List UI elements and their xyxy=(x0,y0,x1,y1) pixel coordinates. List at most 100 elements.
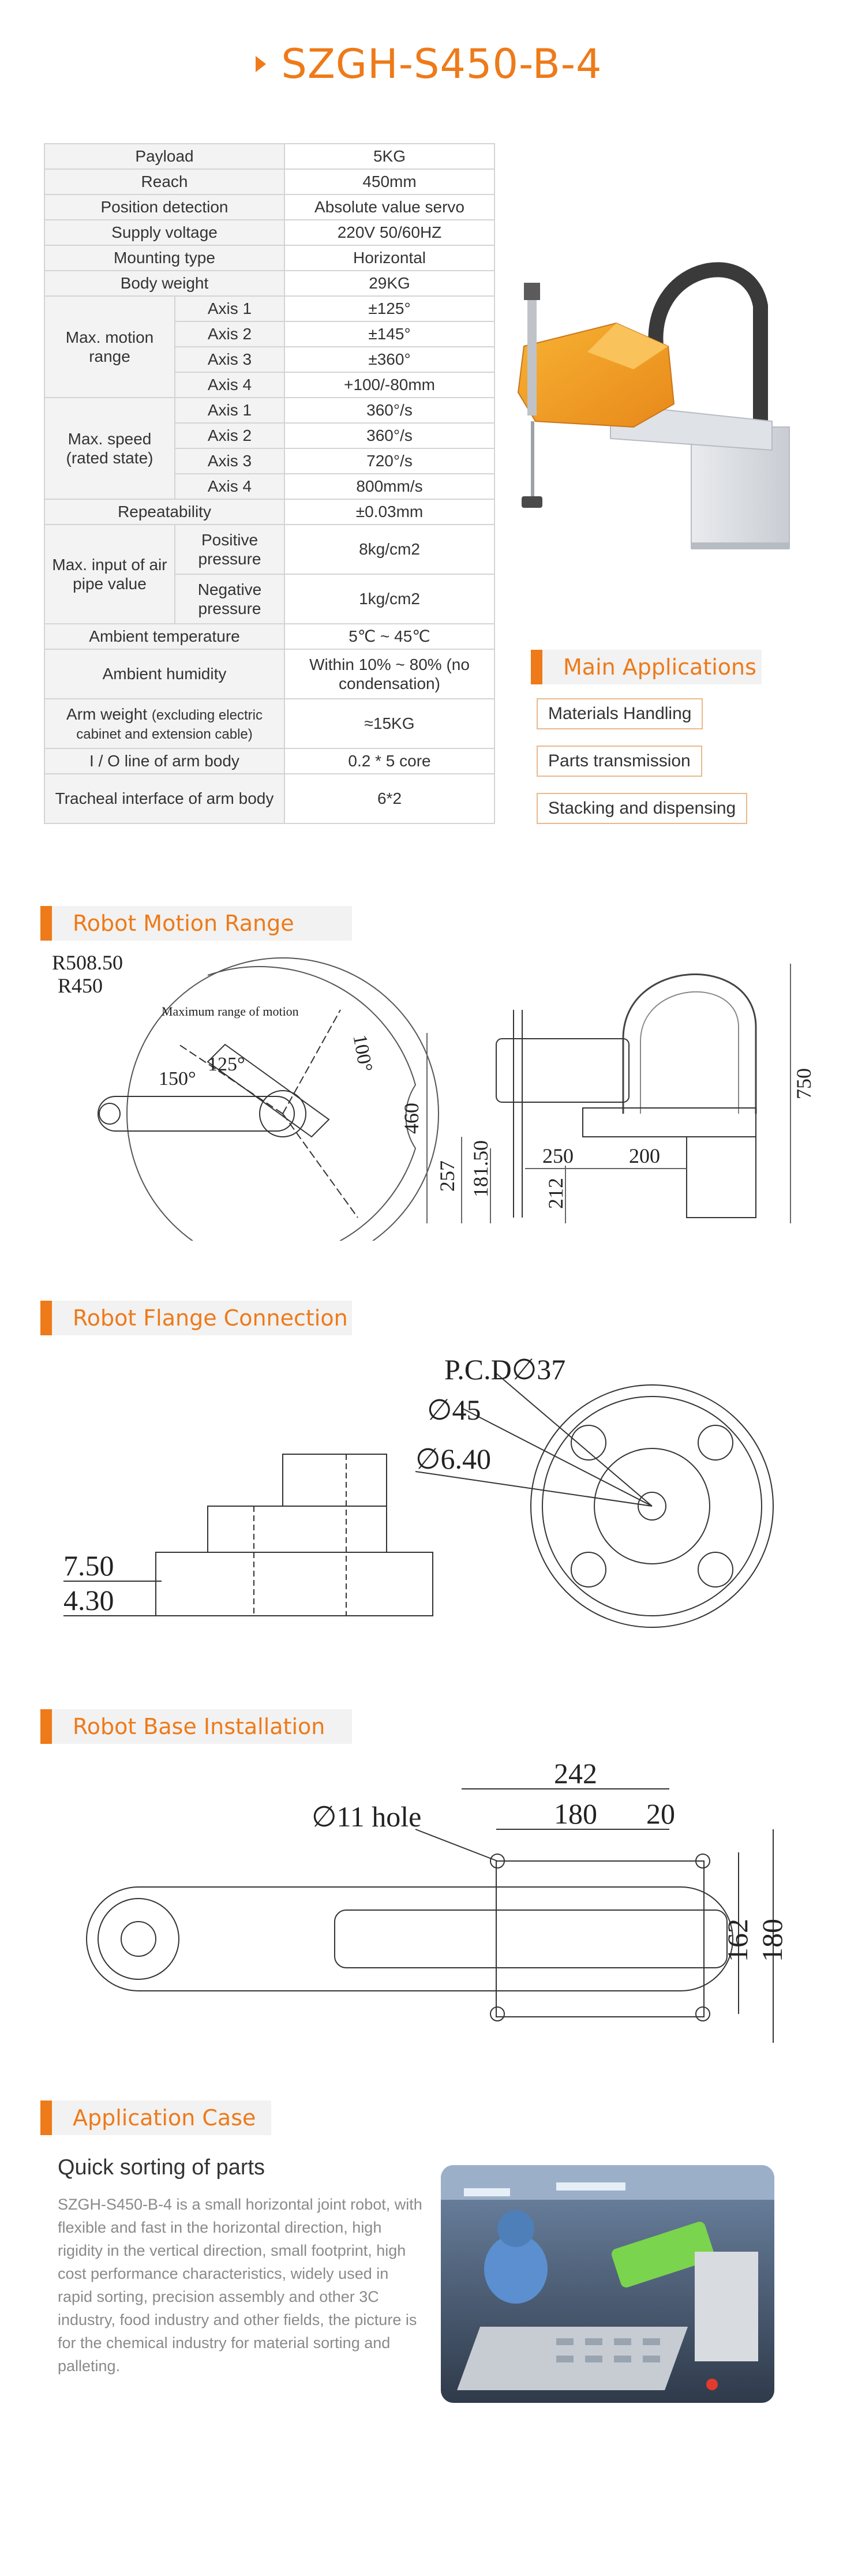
spec-value: 720°/s xyxy=(284,448,495,474)
dim-212: 212 xyxy=(544,1178,567,1209)
application-case-header: Application Case xyxy=(40,2101,271,2135)
spec-row: Mounting type Horizontal xyxy=(44,245,495,271)
spec-value: 360°/s xyxy=(284,422,495,449)
base-plate-outline xyxy=(496,1860,705,2017)
section-title: Robot Motion Range xyxy=(73,911,294,936)
section-title: Robot Flange Connection xyxy=(73,1305,348,1331)
dim-r450: R450 xyxy=(58,974,103,997)
spec-row: Axis 2 360°/s xyxy=(44,422,495,449)
flange-circle xyxy=(99,1103,121,1125)
mount-hole xyxy=(695,2006,710,2021)
spec-axis: Axis 2 xyxy=(174,422,285,449)
spec-value: ±360° xyxy=(284,346,495,373)
spec-row: Supply voltage 220V 50/60HZ xyxy=(44,219,495,246)
angle-100: 100° xyxy=(349,1033,377,1073)
mount-hole xyxy=(490,1854,505,1869)
flange-header: Robot Flange Connection xyxy=(40,1301,352,1335)
spec-sub-label: Positive pressure xyxy=(174,524,285,575)
spec-label: I / O line of arm body xyxy=(44,748,285,774)
flange-outer-circle xyxy=(530,1384,774,1628)
spec-row: Axis 3 720°/s xyxy=(44,448,495,474)
application-tag: Stacking and dispensing xyxy=(537,793,748,824)
spec-group-label: Max. motion range xyxy=(44,295,175,398)
spec-label: Payload xyxy=(44,143,285,170)
spec-table: Payload 5KG Reach 450mm Position detecti… xyxy=(44,143,495,824)
spec-row: Body weight 29KG xyxy=(44,270,495,297)
side-base-outline xyxy=(686,1136,756,1218)
section-title: Robot Base Installation xyxy=(73,1714,325,1739)
spec-value: ±125° xyxy=(284,295,495,322)
spec-value: 360°/s xyxy=(284,397,495,424)
spec-value: 1kg/cm2 xyxy=(284,574,495,624)
dim-750: 750 xyxy=(792,1068,815,1099)
flange-drawing: 7.50 4.30 P.C.D∅37 ∅45 ∅6.40 xyxy=(46,1339,825,1650)
spec-row: Position detection Absolute value servo xyxy=(44,194,495,220)
spec-label: Supply voltage xyxy=(44,219,285,246)
spec-row: Axis 2 ±145° xyxy=(44,321,495,347)
spec-row: Tracheal interface of arm body 6*2 xyxy=(44,773,495,824)
dim-180-width: 180 xyxy=(554,1798,597,1830)
flange-center-hole xyxy=(638,1492,666,1521)
dim-pcd-37: P.C.D∅37 xyxy=(444,1353,565,1386)
spec-row: Axis 4 800mm/s xyxy=(44,473,495,500)
spec-row: Negative pressure 1kg/cm2 xyxy=(44,574,495,624)
spec-label: Tracheal interface of arm body xyxy=(44,773,285,824)
spec-value: 450mm xyxy=(284,169,495,195)
spec-value: Within 10% ~ 80% (no condensation) xyxy=(284,649,495,699)
dim-dia-45: ∅45 xyxy=(427,1394,481,1426)
spec-row: Repeatability ±0.03mm xyxy=(44,499,495,525)
spec-row: Ambient temperature 5℃ ~ 45℃ xyxy=(44,623,495,650)
dim-180-height: 180 xyxy=(756,1919,788,1962)
base-installation-drawing: 242 ∅11 hole 180 20 162 180 xyxy=(58,1743,808,2089)
spec-axis: Axis 4 xyxy=(174,372,285,398)
mount-hole xyxy=(490,2006,505,2021)
motion-range-drawing: R508.50 R450 Maximum range of motion 150… xyxy=(35,941,842,1270)
spec-value: Absolute value servo xyxy=(284,194,495,220)
spec-label: Repeatability xyxy=(44,499,285,525)
spec-value: 5℃ ~ 45℃ xyxy=(284,623,495,650)
spec-value: 5KG xyxy=(284,143,495,170)
spec-axis: Axis 1 xyxy=(174,295,285,322)
spec-value: ±0.03mm xyxy=(284,499,495,525)
application-tag: Parts transmission xyxy=(537,746,702,777)
spec-label: Position detection xyxy=(44,194,285,220)
dim-hole-11: ∅11 hole xyxy=(312,1800,421,1833)
dim-4-30: 4.30 xyxy=(63,1584,114,1616)
flange-side-bottom xyxy=(155,1552,433,1616)
arm-outline xyxy=(98,1096,295,1132)
spec-label: Arm weight (excluding electric cabinet a… xyxy=(44,698,285,749)
caret-right-icon xyxy=(256,56,267,72)
case-title: Quick sorting of parts xyxy=(58,2155,265,2180)
spec-axis: Axis 3 xyxy=(174,346,285,373)
base-installation-header: Robot Base Installation xyxy=(40,1709,352,1744)
spec-label-note: (excluding electric cabinet and extensio… xyxy=(76,707,263,742)
spec-sub-label: Negative pressure xyxy=(174,574,285,624)
page-title: SZGH-S450-B-4 xyxy=(256,40,602,88)
spec-value: Horizontal xyxy=(284,245,495,271)
spec-group-label: Max. input of air pipe value xyxy=(44,524,175,624)
section-accent-bar xyxy=(40,1301,52,1335)
dim-dia-6-40: ∅6.40 xyxy=(415,1443,491,1475)
main-applications-list: Materials Handling Parts transmission St… xyxy=(537,698,748,840)
section-title: Main Applications xyxy=(563,654,756,680)
mount-hole xyxy=(695,1854,710,1869)
spec-label: Ambient temperature xyxy=(44,623,285,650)
spec-row: Ambient humidity Within 10% ~ 80% (no co… xyxy=(44,649,495,699)
spec-row: Payload 5KG xyxy=(44,143,495,170)
angle-150: 150° xyxy=(159,1068,196,1089)
base-arm-outline xyxy=(86,1886,733,1991)
page-title-text: SZGH-S450-B-4 xyxy=(281,40,602,88)
motion-range-header: Robot Motion Range xyxy=(40,906,352,941)
spec-value: 220V 50/60HZ xyxy=(284,219,495,246)
spec-value: 29KG xyxy=(284,270,495,297)
outer-range-circle xyxy=(126,957,439,1270)
application-case-image xyxy=(441,2165,774,2403)
application-tag: Materials Handling xyxy=(537,698,703,729)
dim-257: 257 xyxy=(436,1160,459,1192)
spec-row: Max. motion range Axis 1 ±125° xyxy=(44,295,495,398)
dim-200: 200 xyxy=(629,1144,660,1167)
dim-460: 460 xyxy=(400,1103,423,1134)
case-description: SZGH-S450-B-4 is a small horizontal join… xyxy=(58,2196,422,2375)
section-accent-bar xyxy=(40,1709,52,1744)
spec-row: Reach 450mm xyxy=(44,169,495,195)
